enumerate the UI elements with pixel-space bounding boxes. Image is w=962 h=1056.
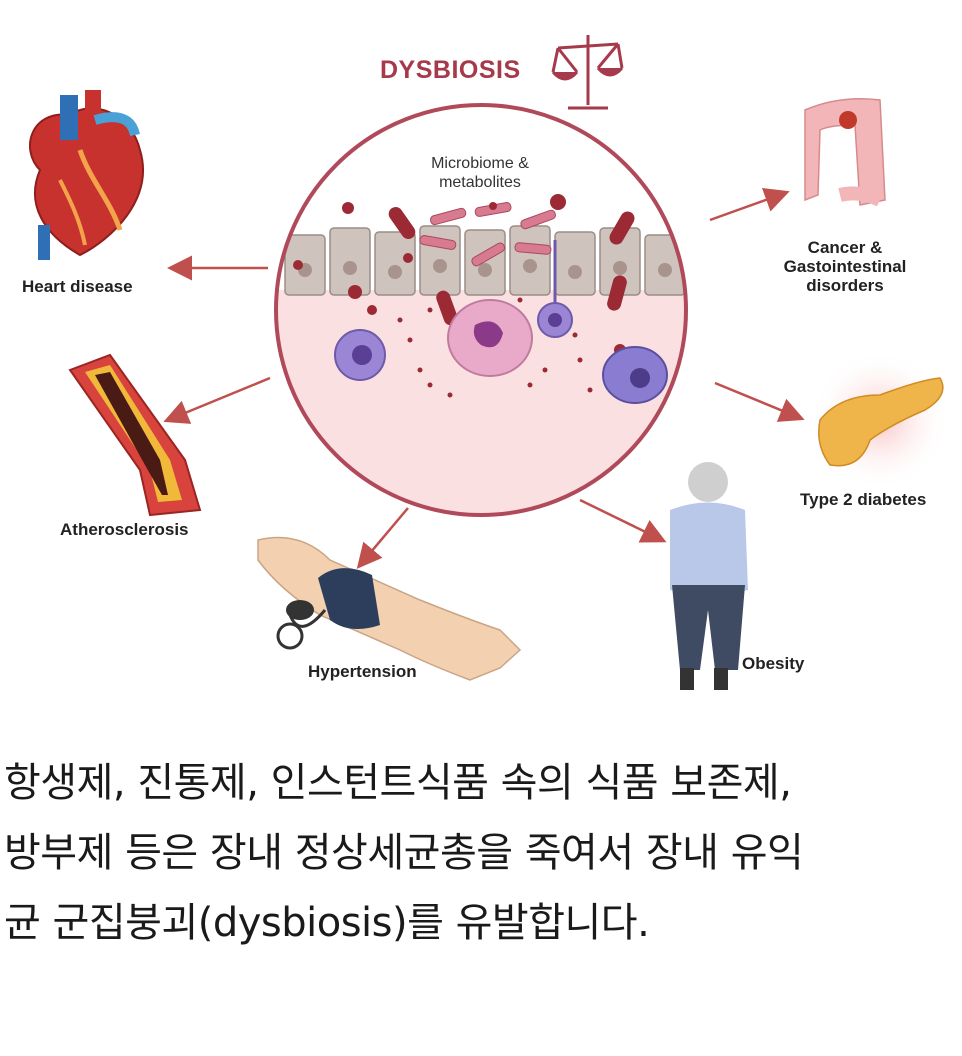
diagram-illustration [29,35,950,690]
caption-line-3: 균 군집붕괴(dysbiosis)를 유발합니다. [4,900,650,946]
type2-diabetes-label: Type 2 diabetes [800,490,927,509]
cancer-label-line2: Gastointestinal [783,257,907,276]
colon-icon [804,98,886,207]
immune-cells [334,240,668,404]
scale-icon [551,35,624,110]
cancer-gi-label: Cancer & Gastointestinal disorders [770,238,920,295]
obesity-label: Obesity [742,654,805,673]
person-obesity-icon [670,462,748,690]
dysbiosis-diagram: DYSBIOSIS Microbiome & metabolites Heart… [22,35,950,690]
atherosclerosis-label: Atherosclerosis [60,520,189,539]
caption-line-1: 항생제, 진통제, 인스턴트식품 속의 식품 보존제, [4,760,792,806]
heart-icon [29,90,144,260]
caption-text: 항생제, 진통제, 인스턴트식품 속의 식품 보존제, 방부제 등은 장내 정상… [4,748,958,958]
pancreas-icon [810,350,950,490]
dysbiosis-title: DYSBIOSIS [380,56,521,84]
arrows [163,188,805,569]
arm-blood-pressure-icon [257,536,522,681]
hypertension-label: Hypertension [308,662,417,681]
microbiome-label-line1: Microbiome & [431,155,529,172]
artery-icon [68,353,202,517]
cancer-label-line3: disorders [806,276,884,295]
heart-disease-label: Heart disease [22,277,133,296]
caption-line-2: 방부제 등은 장내 정상세균총을 죽여서 장내 유익 [4,830,804,876]
microbiome-label: Microbiome & metabolites [400,154,560,192]
microbiome-label-line2: metabolites [439,174,521,191]
cancer-label-line1: Cancer & [807,238,883,257]
